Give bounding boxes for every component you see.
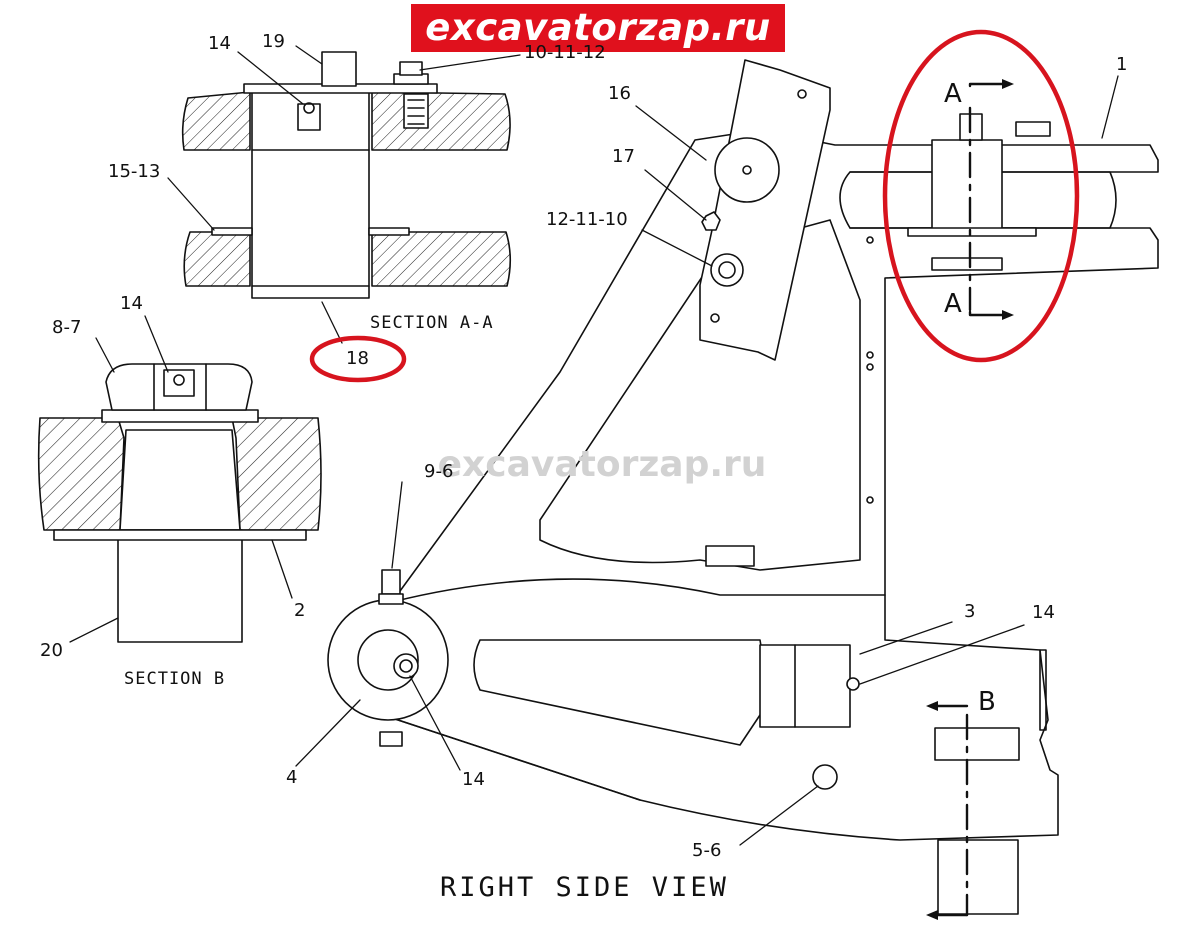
section-letter-b: B [978,687,996,717]
section-arrows [926,79,1014,920]
callout-19: 19 [262,31,285,52]
callout-16: 16 [608,83,631,104]
callout-15-13: 15-13 [108,161,161,182]
callout-14-side: 14 [1032,602,1055,623]
caption-section-b: SECTION B [124,669,226,689]
callout-1: 1 [1116,54,1128,75]
callout-9-6: 9-6 [424,461,454,482]
watermark-banner: excavatorzap.ru [411,4,785,52]
callout-5-6: 5-6 [692,840,722,861]
callout-12-11-10: 12-11-10 [546,209,628,230]
callout-14-pin: 14 [462,769,485,790]
highlight-ellipse-section-a [882,29,1080,363]
leader-lines [69,45,1119,846]
section-letter-a-top: A [944,79,962,109]
section-letter-a-bottom: A [944,289,962,319]
callout-14-section-b: 14 [120,293,143,314]
watermark-center: excavatorzap.ru [437,444,767,485]
caption-right-side-view: RIGHT SIDE VIEW [440,872,729,903]
highlight-ellipse-part-18 [309,335,407,383]
section-b-drawing [37,363,322,643]
callout-8-7: 8-7 [52,317,82,338]
callout-3: 3 [964,601,976,622]
section-aa-drawing [181,51,512,299]
caption-section-aa: SECTION A-A [370,313,494,333]
callout-18: 18 [346,348,369,369]
callout-17: 17 [612,146,635,167]
callout-20: 20 [40,640,63,661]
callout-10-11-12-section-aa: 10-11-12 [524,42,606,63]
callout-2: 2 [294,600,306,621]
callout-4: 4 [286,767,298,788]
callout-14-section-aa: 14 [208,33,231,54]
